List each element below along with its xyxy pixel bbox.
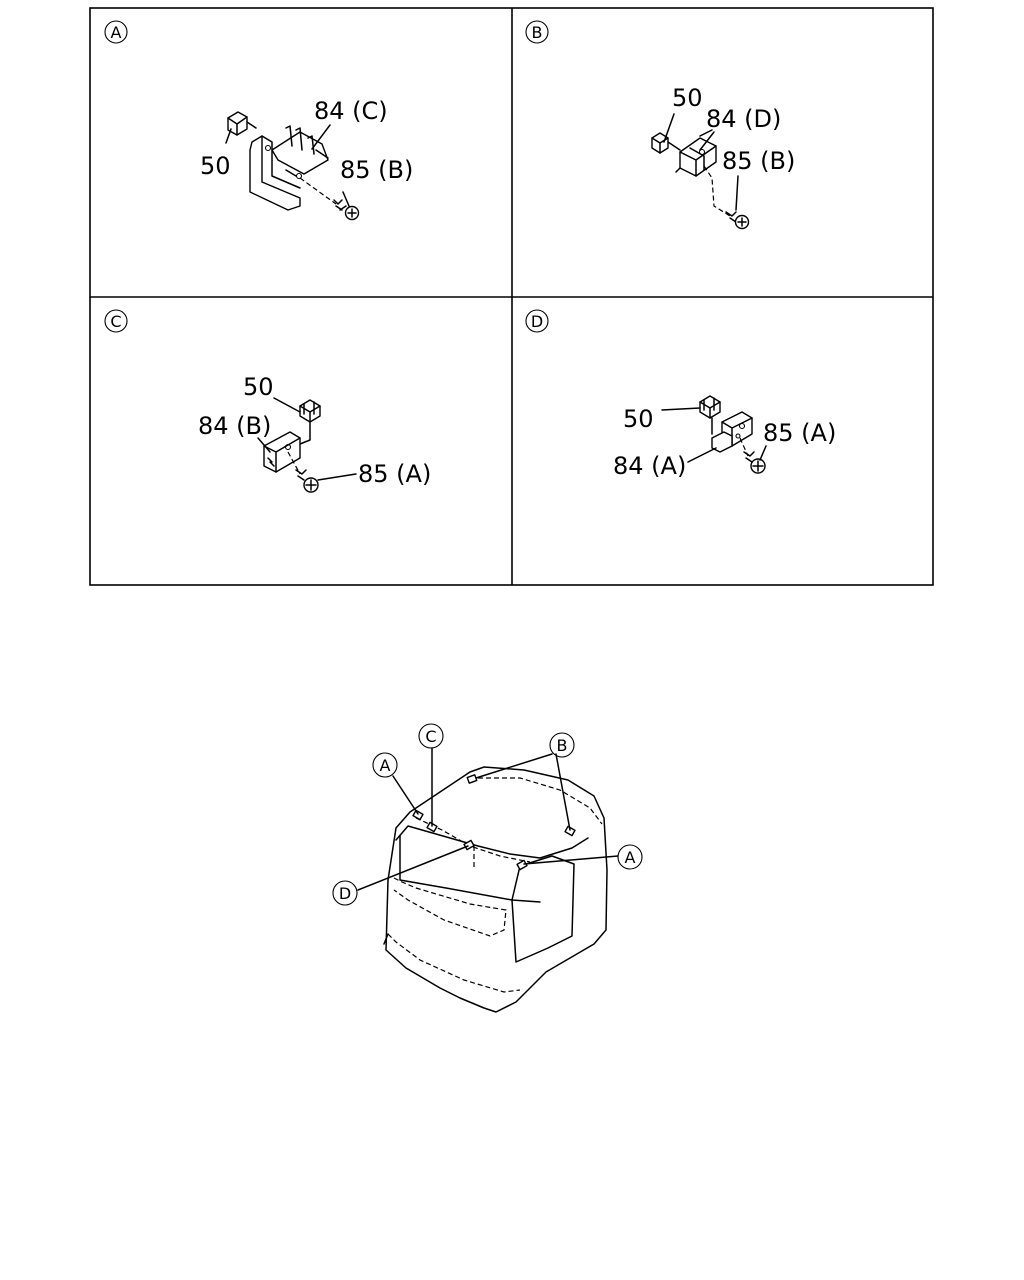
detail-panel-b: B 50 84 (D) 85 (B) — [525, 20, 795, 230]
svg-text:A: A — [111, 23, 122, 42]
panel-b-marker: B — [525, 20, 549, 44]
panel-d-bracket-icon — [711, 411, 753, 453]
panel-a-screw-label: 85 (B) — [340, 156, 413, 184]
panel-b-clip-label: 50 — [672, 84, 703, 112]
overview-marker-a-left: A — [372, 752, 398, 778]
detail-panel-d: D 50 84 (A) 85 (A) — [525, 309, 836, 480]
panel-b-screw-label: 85 (B) — [722, 147, 795, 175]
panel-d-screw-label: 85 (A) — [763, 419, 836, 447]
panel-a-clip-label: 50 — [200, 152, 231, 180]
panel-d-clip-icon — [699, 395, 721, 435]
overview-marker-d: D — [332, 880, 358, 906]
panel-d-clip-label: 50 — [623, 405, 654, 433]
panel-c-clip-icon — [299, 399, 321, 445]
panel-c-screw-icon — [287, 451, 319, 493]
panel-c-marker: C — [104, 309, 128, 333]
svg-text:C: C — [110, 312, 121, 331]
panel-a-marker: A — [104, 20, 128, 44]
svg-text:D: D — [339, 884, 351, 903]
panel-d-screw-icon — [739, 437, 766, 474]
panel-c-bracket-label: 84 (B) — [198, 412, 271, 440]
panel-a-screw-icon — [299, 177, 360, 221]
panel-b-bracket-icon — [675, 129, 717, 177]
panel-a-bracket-label: 84 (C) — [314, 97, 388, 125]
overview-marker-b: B — [549, 732, 575, 758]
overview-marker-a-right: A — [617, 844, 643, 870]
panel-a-bracket-icon — [249, 125, 329, 211]
detail-panel-a: A 50 84 (C) 85 (B) — [104, 20, 413, 221]
panel-d-marker: D — [525, 309, 549, 333]
panel-d-bracket-label: 84 (A) — [613, 452, 686, 480]
panel-b-bracket-label: 84 (D) — [706, 105, 781, 133]
svg-text:B: B — [557, 736, 568, 755]
vehicle-rear-overview — [357, 747, 619, 1013]
panel-c-screw-label: 85 (A) — [358, 460, 431, 488]
svg-text:D: D — [531, 312, 543, 331]
panel-c-bracket-icon — [263, 431, 301, 473]
overview-marker-c: C — [418, 723, 444, 749]
svg-text:B: B — [532, 23, 543, 42]
detail-panel-c: C 50 84 (B) 85 (A) — [104, 309, 431, 493]
svg-text:A: A — [625, 848, 636, 867]
svg-text:C: C — [425, 727, 436, 746]
detail-grid-frame — [89, 7, 934, 586]
svg-text:A: A — [380, 756, 391, 775]
panel-b-screw-icon — [703, 165, 750, 230]
panel-c-clip-label: 50 — [243, 373, 274, 401]
panel-a-clip-icon — [227, 111, 257, 136]
